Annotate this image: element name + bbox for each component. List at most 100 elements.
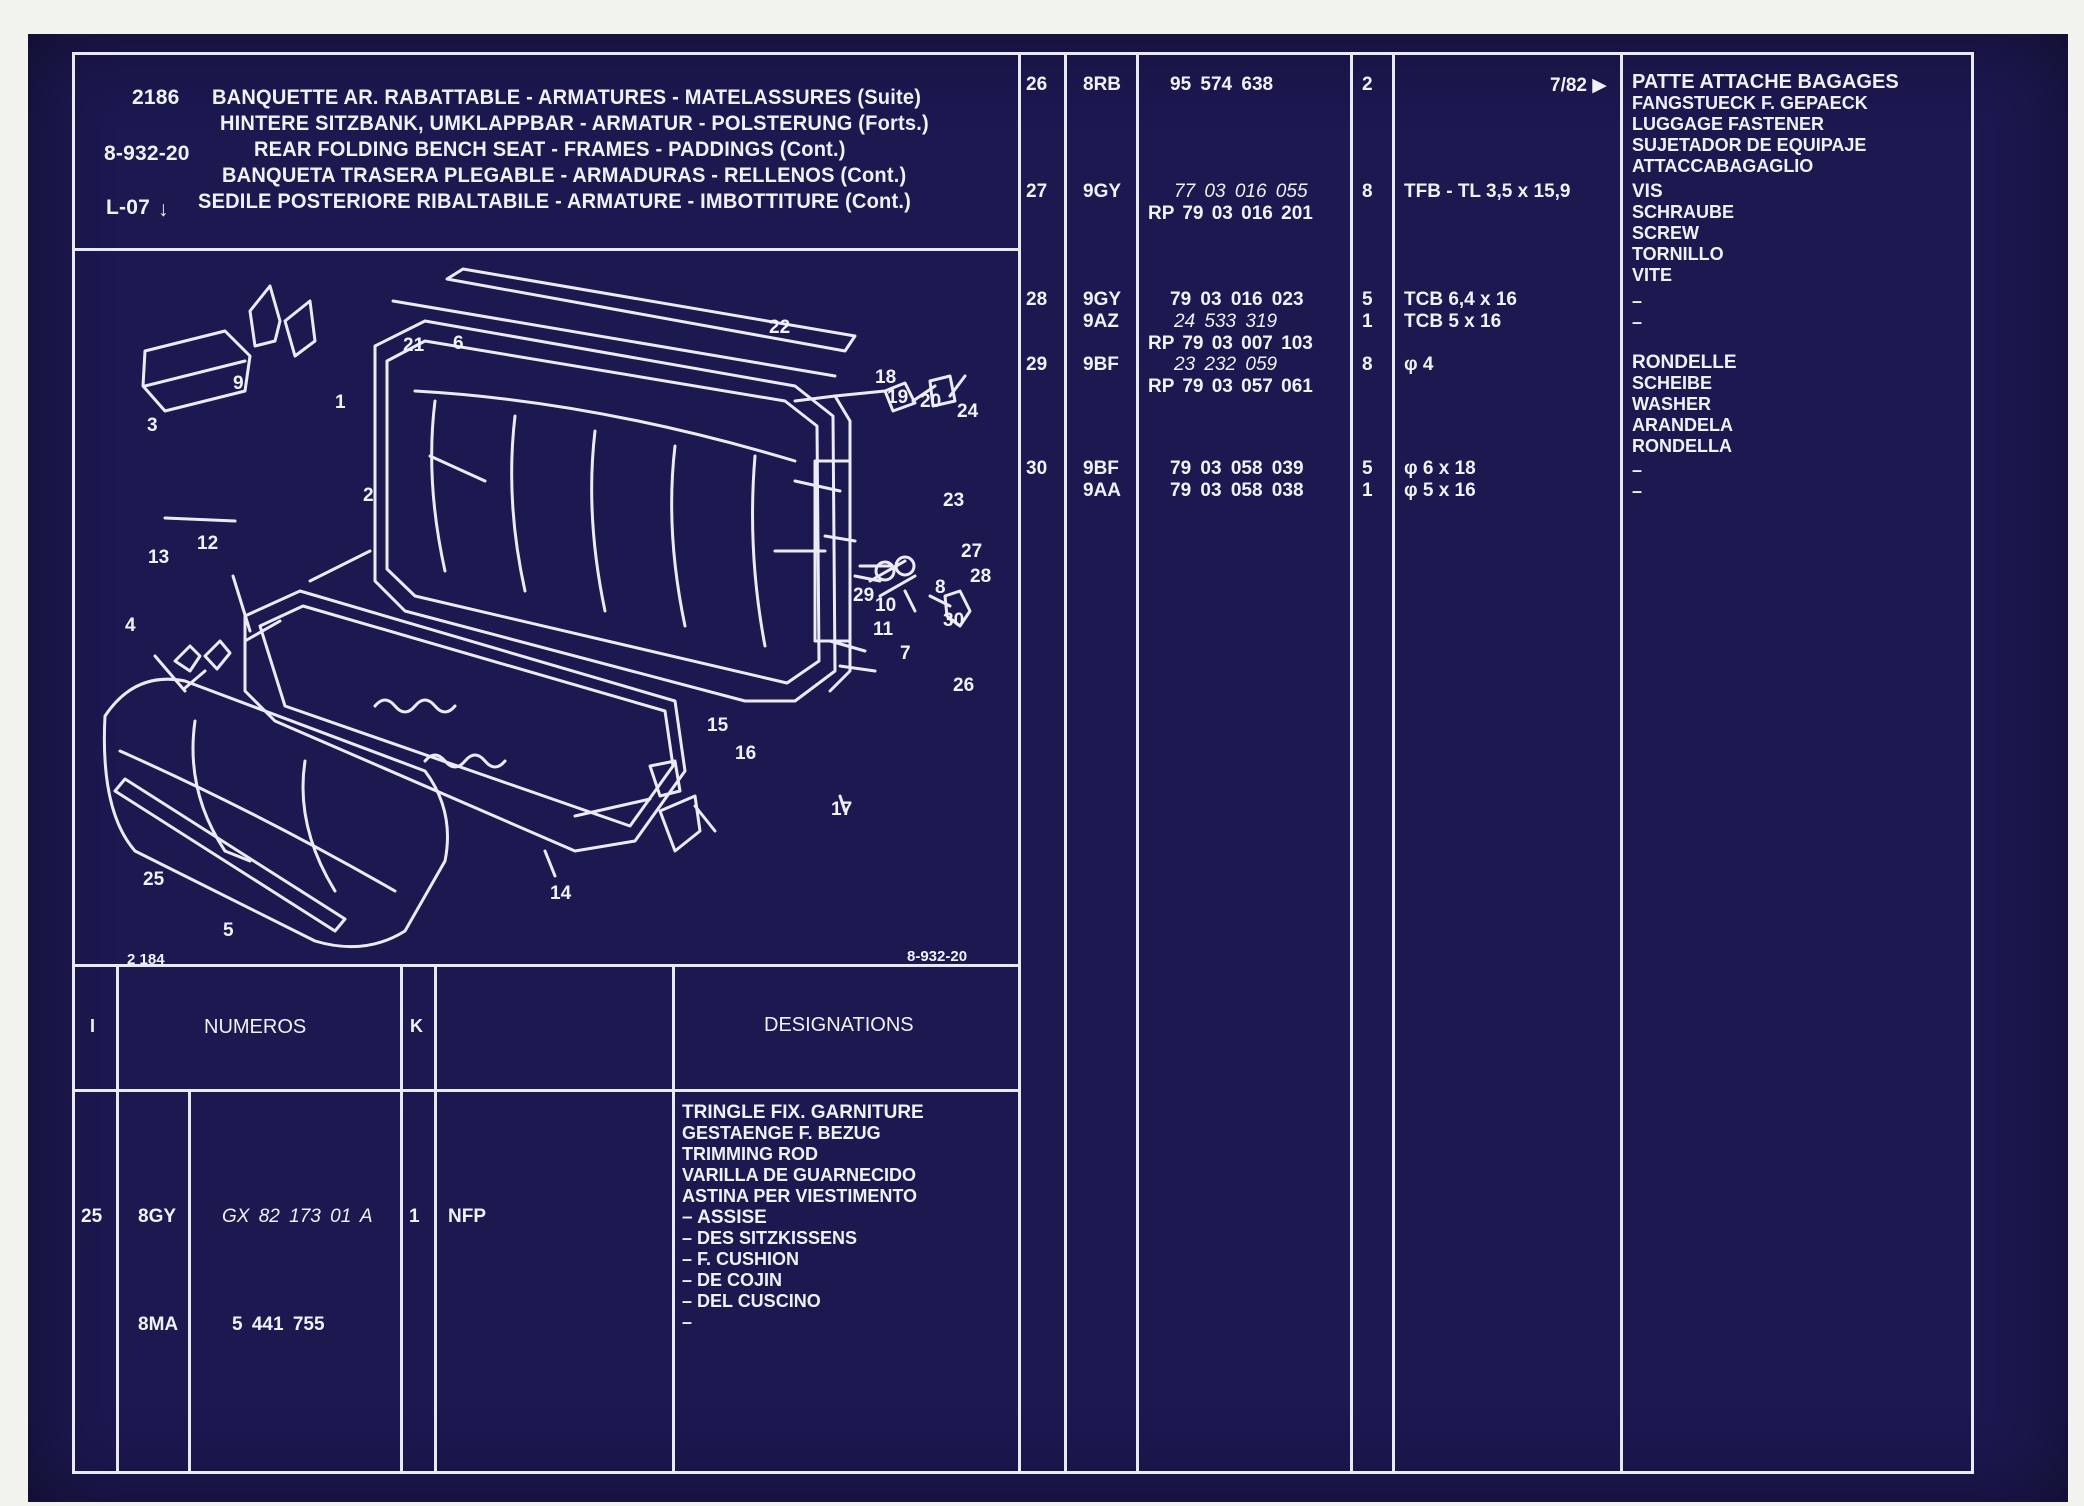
item-26-part-number: 95 574 638: [1170, 74, 1274, 95]
item-30-code-2: 9AA: [1083, 480, 1122, 501]
reference-number: 8-932-20: [104, 142, 190, 165]
item-27-designation: VIS SCHRAUBE SCREW TORNILLO VITE: [1632, 181, 1735, 285]
item-26-qty: 2: [1362, 74, 1373, 95]
item-27-replacement-number: RP 79 03 016 201: [1148, 203, 1313, 224]
callout-15: 15: [707, 715, 729, 736]
item-28-part-number-1: 79 03 016 023: [1170, 289, 1304, 310]
title-german: HINTERE SITZBANK, UMKLAPPBAR - ARMATUR -…: [220, 112, 929, 135]
callout-11: 11: [873, 619, 894, 640]
item-30-qty-2: 1: [1362, 480, 1373, 501]
item-25-designation: TRINGLE FIX. GARNITURE GESTAENGE F. BEZU…: [682, 1102, 924, 1332]
item-30-ref-2: φ 5 x 16: [1404, 480, 1476, 501]
title-spanish: BANQUETA TRASERA PLEGABLE - ARMADURAS - …: [222, 164, 907, 187]
item-25-number: 25: [81, 1206, 103, 1227]
column-header-designations: DESIGNATIONS: [764, 1014, 914, 1036]
divider-code-col: [1136, 52, 1139, 1474]
trimming-rod: [113, 777, 347, 933]
item-29-part-number: 23 232 059: [1174, 354, 1278, 375]
title-french: BANQUETTE AR. RABATTABLE - ARMATURES - M…: [212, 86, 922, 109]
item-25-qty-1: 1: [409, 1206, 420, 1227]
callout-26: 26: [953, 675, 974, 696]
callout-18: 18: [875, 367, 896, 388]
item-25-part-number-1: GX 82 173 01 A: [222, 1206, 373, 1227]
callout-29: 29: [853, 585, 874, 606]
callout-4: 4: [125, 615, 136, 636]
item-25-code-1: 8GY: [138, 1206, 177, 1227]
cushion-outline: [102, 677, 449, 949]
diagram-bottom-rule: [72, 964, 1020, 967]
divider-designation-col: [1620, 52, 1623, 1474]
item-29-qty: 8: [1362, 354, 1373, 375]
left-divider-item: [116, 964, 119, 1474]
left-divider-designation: [672, 964, 675, 1474]
callout-10: 10: [875, 595, 896, 616]
callout-8: 8: [935, 577, 946, 598]
item-27-qty: 8: [1362, 181, 1373, 202]
item-26-number: 26: [1026, 74, 1048, 95]
header-bottom-rule: [72, 248, 1020, 251]
left-divider-qty: [434, 964, 437, 1474]
callout-5: 5: [223, 920, 234, 941]
callout-27: 27: [961, 541, 982, 562]
item-29-number: 29: [1026, 354, 1048, 375]
callout-1: 1: [335, 392, 346, 413]
seat-back-outline: [373, 319, 837, 703]
item-25-part-number-2: 5 441 755: [232, 1314, 325, 1335]
callout-17: 17: [831, 799, 852, 820]
item-29-replacement-number: RP 79 03 057 061: [1148, 376, 1313, 397]
figure-number-right: 8-932-20: [907, 948, 967, 964]
armrest-outline: [141, 329, 252, 413]
item-25-ref-1: NFP: [448, 1206, 486, 1227]
item-26-designation: PATTE ATTACHE BAGAGES FANGSTUECK F. GEPA…: [1632, 71, 1899, 177]
item-28-code-1: 9GY: [1083, 289, 1122, 310]
item-25-code-2: 8MA: [138, 1314, 179, 1335]
column-header-numbers: NUMEROS: [204, 1016, 307, 1038]
title-italian: SEDILE POSTERIORE RIBALTABILE - ARMATURE…: [198, 190, 911, 213]
callout-9: 9: [233, 373, 244, 394]
callout-22: 22: [769, 317, 790, 338]
item-26-code: 8RB: [1083, 74, 1122, 95]
item-28-code-2: 9AZ: [1083, 311, 1119, 332]
table-header-bottom-rule: [72, 1089, 1020, 1092]
item-28-part-number-2: 24 533 319: [1174, 311, 1278, 332]
item-29-ref: φ 4: [1404, 354, 1434, 375]
item-28-qty-1: 5: [1362, 289, 1373, 310]
callout-3: 3: [147, 415, 158, 436]
item-26-date: 7/82 ▶: [1550, 75, 1607, 96]
item-30-ref-1: φ 6 x 18: [1404, 458, 1476, 479]
parts-catalog-sheet: 2186 8-932-20 L-07 ↓ BANQUETTE AR. RABAT…: [28, 34, 2068, 1502]
item-28-qty-2: 1: [1362, 311, 1373, 332]
item-27-part-number: 77 03 016 055: [1174, 181, 1308, 202]
item-28-ref-2: TCB 5 x 16: [1404, 311, 1502, 332]
item-29-code: 9BF: [1083, 354, 1119, 375]
exploded-seat-diagram: 1 2 3 4 5 6 7 8 9 10 11 12 13 14 15 16 1…: [102, 267, 991, 964]
item-30-qty-1: 5: [1362, 458, 1373, 479]
callout-23: 23: [943, 490, 964, 511]
item-28-ref-1: TCB 6,4 x 16: [1404, 289, 1517, 310]
divider-left-panel: [1018, 52, 1021, 1474]
item-30-code-1: 9BF: [1083, 458, 1119, 479]
callout-7: 7: [900, 643, 911, 664]
column-header-index: I: [90, 1016, 96, 1036]
callout-24: 24: [957, 401, 979, 422]
callout-14: 14: [550, 883, 572, 904]
item-29-designation: RONDELLE SCHEIBE WASHER ARANDELA RONDELL…: [1632, 352, 1737, 456]
seat-frame-outline: [793, 394, 852, 693]
left-divider-number: [400, 964, 403, 1474]
divider-qty-col: [1392, 52, 1395, 1474]
callout-12: 12: [197, 533, 218, 554]
callout-19: 19: [887, 387, 908, 408]
outer-frame: [72, 52, 1974, 1474]
callout-16: 16: [735, 743, 756, 764]
divider-item-col: [1064, 52, 1067, 1474]
item-28-designation: – –: [1632, 291, 1643, 332]
callout-25: 25: [143, 869, 165, 890]
page-number: 2186: [132, 86, 180, 109]
callout-13: 13: [148, 547, 169, 568]
item-30-number: 30: [1026, 458, 1048, 479]
callout-6: 6: [453, 333, 464, 354]
base-frame-outline: [243, 589, 687, 853]
item-28-number: 28: [1026, 289, 1048, 310]
down-arrow-icon: ↓: [158, 198, 169, 221]
callout-30: 30: [943, 610, 964, 631]
